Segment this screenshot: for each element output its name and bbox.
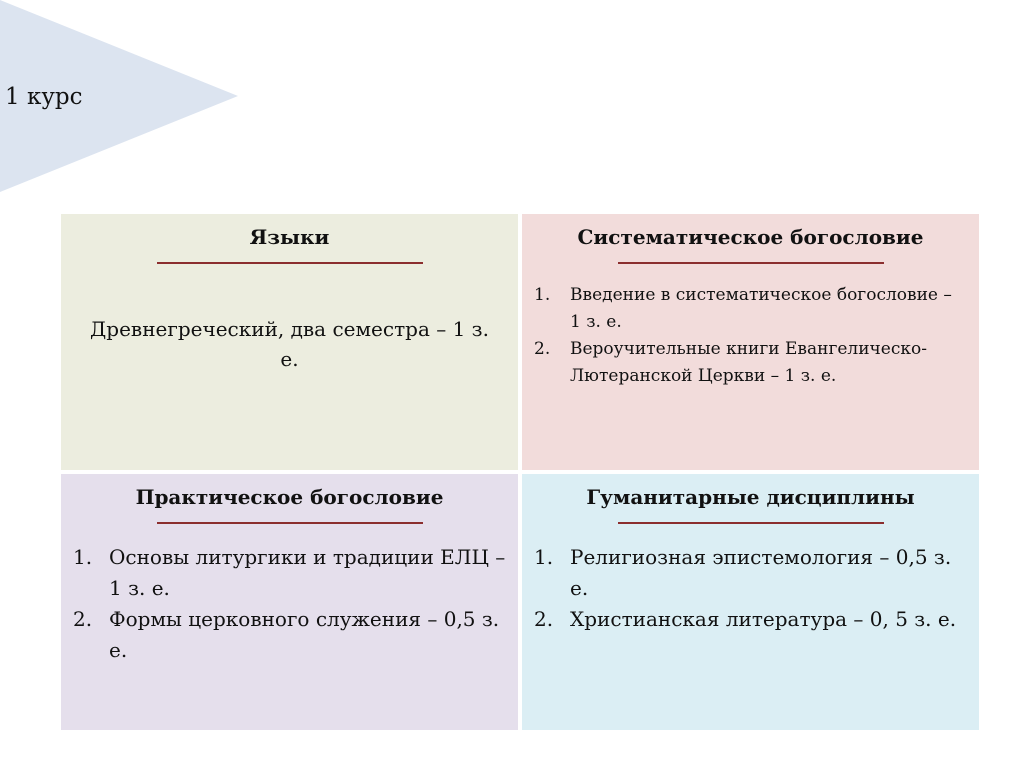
title-divider [617, 522, 884, 524]
list-item: 1.Основы литургики и традиции ЕЛЦ – 1 з.… [73, 545, 506, 600]
title-divider [156, 522, 423, 524]
course-label: 1 курс [5, 84, 83, 110]
course-list: 1.Введение в систематическое богословие … [534, 282, 967, 390]
course-list: 1.Религиозная эпистемология – 0,5 з. е. … [534, 542, 967, 635]
course-list: 1.Основы литургики и традиции ЕЛЦ – 1 з.… [73, 542, 506, 666]
cell-title: Практическое богословие [135, 485, 444, 509]
title-divider [617, 262, 884, 264]
curriculum-grid: Языки Древнегреческий, два семестра – 1 … [61, 214, 979, 730]
cell-humanities: Гуманитарные дисциплины 1.Религиозная эп… [522, 474, 979, 730]
cell-systematic-theology: Систематическое богословие 1.Введение в … [522, 214, 979, 470]
list-item: 2.Формы церковного служения – 0,5 з. е. [73, 607, 500, 662]
list-item: 1.Введение в систематическое богословие … [534, 285, 952, 332]
cell-text: Древнегреческий, два семестра – 1 з. е. [90, 317, 489, 371]
cell-title: Гуманитарные дисциплины [586, 485, 915, 509]
list-item: 1.Религиозная эпистемология – 0,5 з. е. [534, 545, 952, 600]
triangle-arrow-shape [0, 0, 238, 192]
cell-languages: Языки Древнегреческий, два семестра – 1 … [61, 214, 518, 470]
cell-practical-theology: Практическое богословие 1.Основы литурги… [61, 474, 518, 730]
cell-title: Языки [249, 225, 330, 249]
list-item: 2.Вероучительные книги Евангелическо-Лют… [534, 339, 927, 386]
list-item: 2.Христианская литература – 0, 5 з. е. [534, 607, 957, 631]
title-divider [156, 262, 423, 264]
cell-title: Систематическое богословие [577, 225, 924, 249]
